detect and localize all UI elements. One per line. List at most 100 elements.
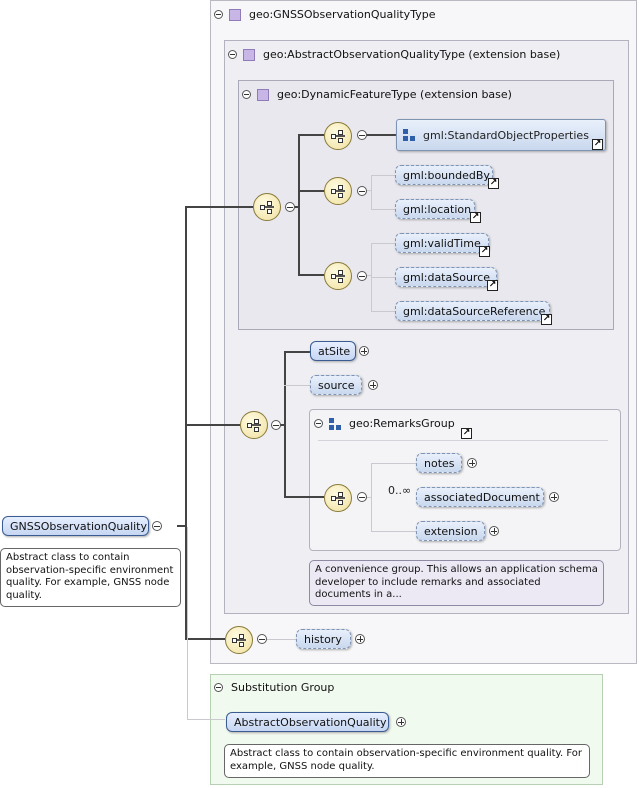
connector [298,134,300,276]
abstract-type-header: geo:AbstractObservationQualityType (exte… [228,48,560,61]
link-icon[interactable]: ↗ [541,314,552,325]
collapse-icon[interactable] [357,492,367,502]
root-element[interactable]: GNSSObservationQuality [2,516,149,536]
expand-icon[interactable] [355,634,365,644]
element-label: extension [424,524,478,538]
element-label: gml:location [403,202,472,216]
element-label: history [304,632,342,646]
outer-type-header: geo:GNSSObservationQualityType [214,8,435,21]
element-valid-time[interactable]: gml:validTime [395,233,489,253]
element-label: associatedDocument [424,490,540,504]
sequence-compositor-icon[interactable] [324,122,352,150]
collapse-icon[interactable] [152,521,162,531]
collapse-icon[interactable] [242,90,251,99]
collapse-icon[interactable] [285,202,295,212]
remarks-group-documentation: A convenience group. This allows an appl… [309,560,604,606]
connector [177,525,187,527]
collapse-icon[interactable] [214,683,223,692]
expand-icon[interactable] [467,458,477,468]
connector [366,275,372,276]
connector [185,206,187,640]
connector [284,496,324,498]
collapse-icon[interactable] [214,10,223,19]
connector [366,134,396,136]
connector [371,463,416,464]
dynamic-type-label: geo:DynamicFeatureType (extension base) [277,88,512,101]
element-history[interactable]: history [296,629,351,649]
connector [185,638,225,640]
connector [284,351,286,497]
element-associated-document[interactable]: associatedDocument [416,487,544,507]
connector [266,639,296,640]
dynamic-type-header: geo:DynamicFeatureType (extension base) [242,88,512,101]
multiplicity-label: 0..∞ [388,484,412,497]
group-icon [403,129,415,141]
sequence-compositor-icon[interactable] [324,262,352,290]
standard-object-properties-group[interactable]: gml:StandardObjectProperties [396,119,606,151]
collapse-icon[interactable] [314,419,323,428]
expand-icon[interactable] [489,526,499,536]
connector [284,351,310,353]
connector [298,134,324,136]
element-at-site[interactable]: atSite [310,341,356,361]
connector [371,531,416,532]
collapse-icon[interactable] [357,130,367,140]
collapse-icon[interactable] [357,271,367,281]
element-bounded-by[interactable]: gml:boundedBy [395,165,493,185]
element-label: atSite [318,344,351,358]
collapse-icon[interactable] [228,50,237,59]
sequence-compositor-icon[interactable] [225,626,253,654]
element-extension[interactable]: extension [416,521,485,541]
element-label: source [318,378,355,392]
connector [371,243,395,244]
remarks-group-divider [318,440,608,441]
connector [371,463,372,531]
link-icon[interactable]: ↗ [488,178,499,189]
expand-icon[interactable] [549,492,559,502]
remarks-group-label: geo:RemarksGroup [349,417,455,430]
root-element-label: GNSSObservationQuality [10,519,148,533]
sequence-compositor-icon[interactable] [253,193,281,221]
link-icon[interactable]: ↗ [461,428,472,439]
connector [187,719,225,720]
connector [280,424,286,426]
element-data-source-reference[interactable]: gml:dataSourceReference [395,301,550,321]
expand-icon[interactable] [368,380,378,390]
element-data-source[interactable]: gml:dataSource [395,267,497,287]
connector [185,206,253,208]
substitution-element[interactable]: AbstractObservationQuality [226,712,389,732]
link-icon[interactable]: ↗ [479,246,490,257]
element-label: gml:boundedBy [403,168,490,182]
substitution-documentation: Abstract class to contain observation-sp… [224,744,590,778]
connector [371,209,395,210]
complex-type-icon [257,88,269,101]
sequence-compositor-icon[interactable] [324,484,352,512]
collapse-icon[interactable] [357,186,367,196]
link-icon[interactable]: ↗ [592,139,603,150]
element-label: gml:validTime [403,236,481,250]
link-icon[interactable]: ↗ [487,280,498,291]
complex-type-icon [229,8,241,21]
connector [371,175,395,176]
element-location[interactable]: gml:location [395,199,475,219]
element-label: notes [424,456,455,470]
expand-icon[interactable] [359,346,369,356]
connector [187,527,188,720]
element-label: gml:dataSourceReference [403,304,546,318]
element-notes[interactable]: notes [416,453,462,473]
sequence-compositor-icon[interactable] [324,177,352,205]
root-documentation: Abstract class to contain observation-sp… [0,548,181,607]
substitution-group-header: Substitution Group [214,681,334,694]
link-icon[interactable]: ↗ [470,212,481,223]
standard-object-properties-label: gml:StandardObjectProperties [423,128,589,142]
connector [371,277,395,278]
connector [298,190,324,192]
group-icon [329,417,341,430]
outer-type-label: geo:GNSSObservationQualityType [249,8,436,21]
expand-icon[interactable] [396,717,406,727]
connector [371,311,395,312]
sequence-compositor-icon[interactable] [240,411,268,439]
collapse-icon[interactable] [271,420,281,430]
element-source[interactable]: source [310,375,362,395]
collapse-icon[interactable] [257,634,267,644]
